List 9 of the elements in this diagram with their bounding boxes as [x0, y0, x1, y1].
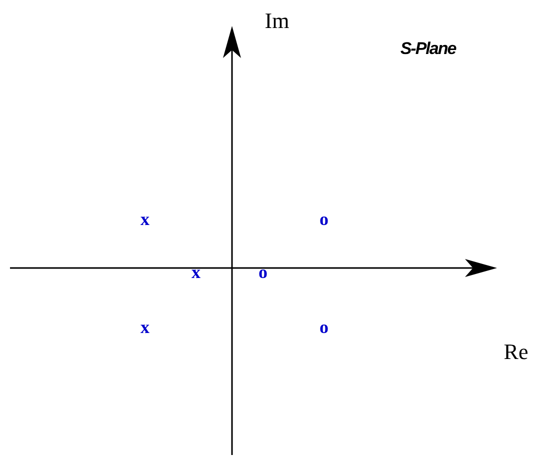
pole-marker: x — [140, 210, 150, 228]
zero-marker: o — [320, 318, 328, 336]
pole-marker: x — [140, 318, 150, 336]
plot-title: S-Plane — [400, 40, 456, 56]
axis-label: Re — [504, 341, 528, 363]
zero-marker: o — [320, 210, 328, 228]
pole-marker: x — [192, 263, 200, 281]
axis-label: Im — [264, 10, 290, 32]
zero-marker: o — [258, 263, 268, 281]
